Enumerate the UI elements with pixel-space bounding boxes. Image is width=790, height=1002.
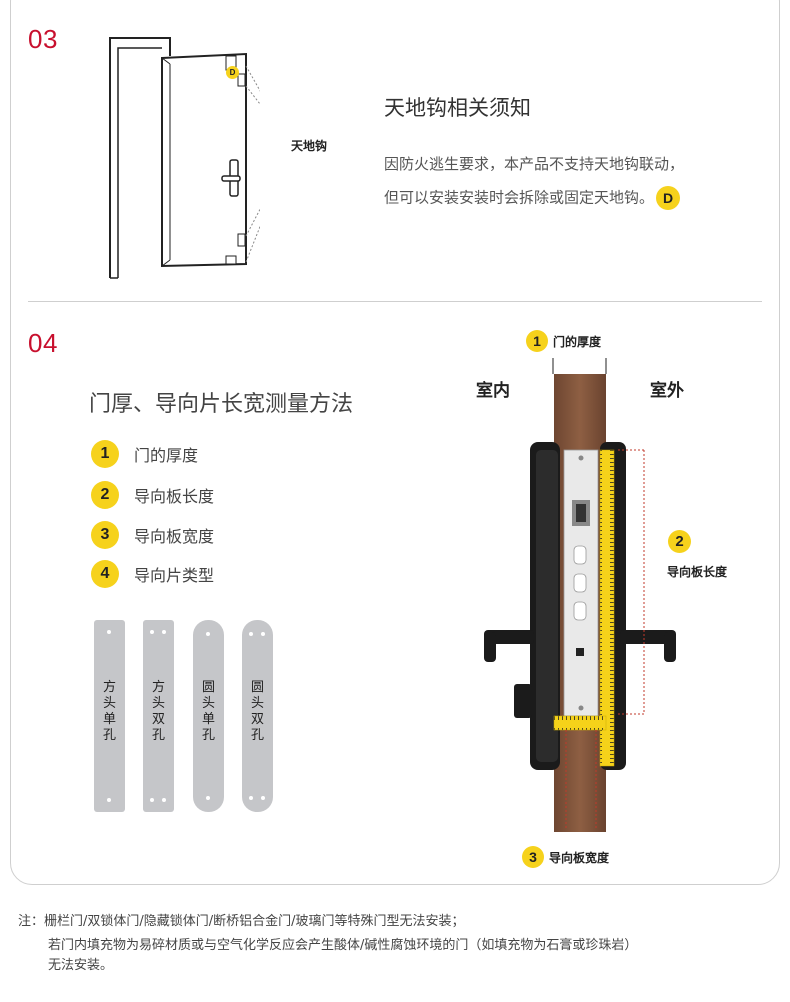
section-03-number: 03 — [28, 24, 58, 54]
list-item: 2 导向板长度 — [91, 481, 214, 509]
plate-hole — [162, 630, 166, 634]
plate-hole — [261, 796, 265, 800]
plate-label: 方头单孔 — [102, 680, 116, 743]
section-04-title: 门厚、导向片长宽测量方法 — [89, 392, 354, 417]
section-03-line-2: 但可以安装安装时会拆除或固定天地钩。D — [384, 186, 681, 210]
measure-plate-length: 导向板长度 — [667, 563, 727, 580]
measure-door-thickness: 1 门的厚度 — [526, 330, 601, 352]
plate-label: 圆头单孔 — [201, 680, 215, 743]
lock-measurement-diagram — [484, 358, 676, 832]
number-badge: 1 — [526, 330, 548, 352]
door-hook-badge: D — [226, 66, 239, 79]
plate-square-double: 方头双孔 — [143, 620, 174, 812]
measure-label: 导向板长度 — [667, 565, 728, 579]
plate-hole — [107, 798, 111, 802]
number-badge: 4 — [91, 560, 119, 588]
outdoor-label: 室外 — [650, 381, 684, 401]
indoor-label: 室内 — [476, 381, 510, 401]
number-badge: 1 — [91, 440, 119, 468]
plate-square-single: 方头单孔 — [94, 620, 125, 812]
section-03-title: 天地钩相关须知 — [384, 96, 531, 120]
content-card — [10, 0, 780, 885]
plate-round-double: 圆头双孔 — [242, 620, 273, 812]
plate-label: 方头双孔 — [151, 680, 165, 743]
list-item: 1 门的厚度 — [91, 440, 198, 468]
plate-hole — [249, 796, 253, 800]
plate-round-single: 圆头单孔 — [193, 620, 224, 812]
plate-hole — [162, 798, 166, 802]
section-03-line-2-text: 但可以安装安装时会拆除或固定天地钩。 — [384, 188, 655, 207]
plate-hole — [206, 632, 210, 636]
list-item-label: 门的厚度 — [134, 446, 199, 465]
number-badge: 3 — [522, 846, 544, 868]
section-03-line-1: 因防火逃生要求，本产品不支持天地钩联动， — [384, 155, 685, 173]
plate-hole — [249, 632, 253, 636]
list-item: 3 导向板宽度 — [91, 521, 214, 549]
section-04-number: 04 — [28, 328, 58, 358]
measure-label: 导向板宽度 — [549, 850, 610, 865]
number-badge: 2 — [668, 530, 691, 553]
plate-hole — [261, 632, 265, 636]
measure-label: 门的厚度 — [553, 334, 602, 349]
list-item-label: 导向板宽度 — [134, 527, 215, 546]
number-badge: 2 — [91, 481, 119, 509]
plate-hole — [107, 630, 111, 634]
hook-d-badge: D — [656, 186, 681, 210]
plate-hole — [150, 798, 154, 802]
plate-hole — [206, 796, 210, 800]
section-divider — [28, 301, 762, 302]
note-line-2: 若门内填充物为易碎材质或与空气化学反应会产生酸体/碱性腐蚀环境的门（如填充物为石… — [48, 938, 638, 953]
list-item: 4 导向片类型 — [91, 560, 214, 588]
note-line-1: 注：栅栏门/双锁体门/隐藏锁体门/断桥铝合金门/玻璃门等特殊门型无法安装； — [18, 914, 465, 929]
measure-plate-width: 3 导向板宽度 — [522, 846, 609, 868]
list-item-label: 导向片类型 — [134, 566, 215, 585]
door-illustration — [109, 37, 260, 279]
door-hook-label: 天地钩 — [291, 139, 328, 153]
plate-label: 圆头双孔 — [250, 680, 264, 743]
plate-hole — [150, 630, 154, 634]
note-line-3: 无法安装。 — [48, 958, 114, 973]
list-item-label: 导向板长度 — [134, 487, 215, 506]
number-badge: 3 — [91, 521, 119, 549]
